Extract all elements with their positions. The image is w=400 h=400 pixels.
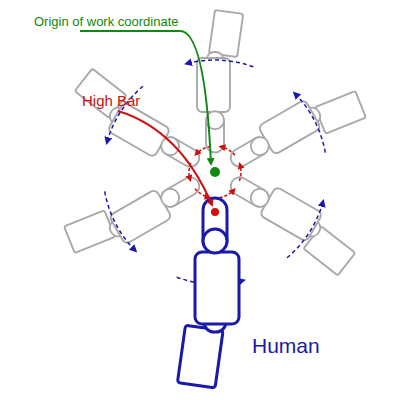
rotation-arrow bbox=[186, 60, 253, 67]
caption-label: Origin of work coordinate bbox=[34, 14, 179, 29]
rotation-arrow bbox=[196, 146, 211, 154]
caption-label: High Bar bbox=[82, 92, 140, 109]
robot-pose bbox=[66, 67, 212, 178]
high-bar-dot bbox=[211, 208, 219, 216]
rotation-arrow bbox=[220, 189, 235, 197]
leader-line bbox=[80, 31, 211, 164]
bar-path-arrow bbox=[189, 146, 241, 197]
robot-pose bbox=[61, 157, 207, 268]
human-figure bbox=[177, 198, 239, 388]
rotation-arrow bbox=[287, 201, 323, 258]
leader-line bbox=[118, 111, 212, 205]
rotation-arrow bbox=[239, 164, 241, 181]
origin-dot bbox=[210, 167, 220, 177]
caption-label: Human bbox=[252, 334, 320, 358]
rotation-arrow bbox=[220, 147, 235, 156]
rotation-arrow bbox=[105, 191, 136, 251]
robot-pose bbox=[223, 75, 369, 186]
rotation-arrow bbox=[294, 93, 325, 153]
